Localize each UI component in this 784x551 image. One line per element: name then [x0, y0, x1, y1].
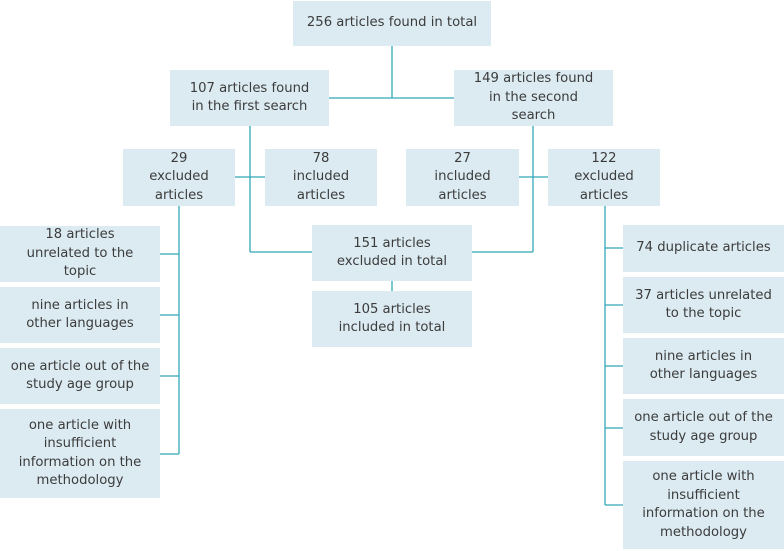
box-label: one article out of the study age group [634, 410, 773, 444]
second-included-box: 27 included articles [406, 149, 519, 206]
box-label: one article with insufficient informatio… [18, 417, 142, 489]
box-label: 78 included articles [292, 150, 350, 203]
box-label: 107 articles found in the first search [189, 80, 310, 115]
box-label: 149 articles found in the second search [473, 71, 594, 124]
total-found-box: 256 articles found in total [293, 1, 491, 46]
box-label: 105 articles included in total [338, 301, 446, 336]
second-excluded-box: 122 excluded articles [548, 149, 660, 206]
box-label: 29 excluded articles [149, 150, 209, 203]
first-search-box: 107 articles found in the first search [170, 70, 329, 126]
box-label: nine articles in other languages [26, 297, 134, 332]
first-reason-box: one article out of the study age group [0, 348, 160, 404]
second-reason-box: 74 duplicate articles [623, 225, 784, 272]
excluded-total-box: 151 articles excluded in total [312, 225, 472, 281]
box-label: 18 articles unrelated to the topic [26, 227, 134, 280]
second-reason-box: one article with insufficient informatio… [623, 461, 784, 549]
second-reason-box: 37 articles unrelated to the topic [623, 277, 784, 333]
second-reason-box: nine articles in other languages [623, 338, 784, 394]
box-label: one article out of the study age group [10, 358, 150, 393]
first-included-box: 78 included articles [265, 149, 377, 206]
first-reason-box: nine articles in other languages [0, 287, 160, 343]
box-label: 27 included articles [434, 150, 491, 203]
box-label: one article with insufficient informatio… [642, 469, 765, 540]
included-total-box: 105 articles included in total [312, 291, 472, 347]
box-label: 122 excluded articles [574, 150, 634, 203]
first-excluded-box: 29 excluded articles [123, 149, 235, 206]
box-label: 256 articles found in total [306, 15, 478, 31]
box-label: 151 articles excluded in total [336, 235, 448, 270]
second-reason-box: one article out of the study age group [623, 399, 784, 456]
first-reason-box: one article with insufficient informatio… [0, 409, 160, 498]
box-label: 74 duplicate articles [636, 240, 771, 256]
box-label: nine articles in other languages [649, 348, 758, 383]
first-reason-box: 18 articles unrelated to the topic [0, 226, 160, 282]
second-search-box: 149 articles found in the second search [454, 70, 613, 126]
box-label: 37 articles unrelated to the topic [635, 287, 772, 322]
